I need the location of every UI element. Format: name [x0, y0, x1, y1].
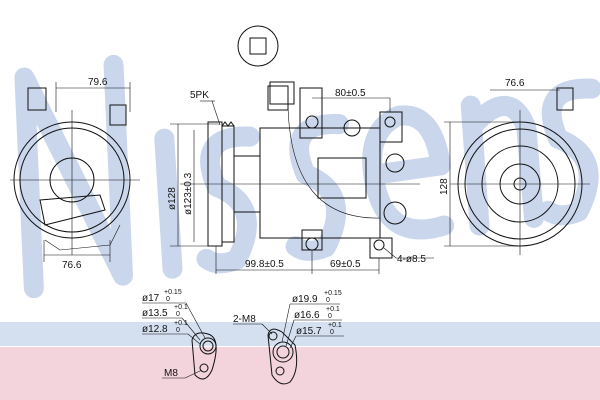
- side-view: ø128 ø123±0.3 80±0.5 5PK 99.8±0.5: [167, 25, 434, 274]
- dimension-99-8: 99.8±0.5: [245, 259, 284, 270]
- port-left-d13-5: ø13.5: [142, 308, 168, 319]
- port-left-d13-5-tol-up: +0.1: [174, 304, 188, 311]
- diameter-123-label: ø123±0.3: [183, 172, 194, 215]
- left-top-dimension: 79.6: [88, 77, 108, 88]
- port-right-d16-6-tol-lo: 0: [328, 313, 332, 320]
- right-end-view: 76.6 128: [439, 78, 590, 255]
- port-right-d15-7-tol-lo: 0: [330, 329, 334, 336]
- dimension-69: 69±0.5: [330, 259, 361, 270]
- right-height-dimension: 128: [439, 178, 450, 195]
- port-left-d17-tol-up: +0.15: [164, 289, 182, 296]
- port-right-d19-9-tol-up: +0.15: [324, 290, 342, 297]
- port-left-d12-8: ø12.8: [142, 324, 168, 335]
- watermark-logo-shape: [14, 54, 600, 299]
- registered-mark: ®: [578, 76, 591, 96]
- diameter-128-label: ø128: [167, 187, 178, 210]
- port-right-d19-9: ø19.9: [292, 294, 318, 305]
- port-right-d15-7-tol-up: +0.1: [328, 322, 342, 329]
- port-detail-right: 2-M8 ø19.9 +0.15 0 ø16.6 +0.1 0 ø15.7 +0…: [233, 290, 344, 385]
- port-left-d12-8-tol-lo: 0: [176, 327, 180, 334]
- left-end-view: 79.6 76.6: [10, 77, 140, 271]
- port-left-d12-8-tol-up: +0.1: [174, 320, 188, 327]
- watermark-pink-band: [0, 347, 600, 400]
- port-right-d16-6: ø16.6: [294, 310, 320, 321]
- mount-holes-label: 4-ø8.5: [397, 254, 426, 265]
- port-left-d17: ø17: [142, 293, 160, 304]
- port-detail-left: ø17 +0.15 0 ø13.5 +0.1 0 ø12.8 +0.1 0 M8: [142, 289, 217, 380]
- port-left-d17-tol-lo: 0: [166, 296, 170, 303]
- port-right-d16-6-tol-up: +0.1: [326, 306, 340, 313]
- dimension-80: 80±0.5: [335, 88, 366, 99]
- left-bottom-dimension: 76.6: [62, 260, 82, 271]
- port-right-d19-9-tol-lo: 0: [326, 297, 330, 304]
- connector-inset: [237, 25, 279, 67]
- belt-type-label: 5PK: [190, 90, 209, 101]
- port-left-d13-5-tol-lo: 0: [176, 311, 180, 318]
- port-left-thread: M8: [164, 368, 178, 379]
- port-right-thread: 2-M8: [233, 314, 256, 325]
- port-right-d15-7: ø15.7: [296, 326, 322, 337]
- right-top-dimension: 76.6: [505, 78, 525, 89]
- watermark-blue-band: [0, 322, 600, 346]
